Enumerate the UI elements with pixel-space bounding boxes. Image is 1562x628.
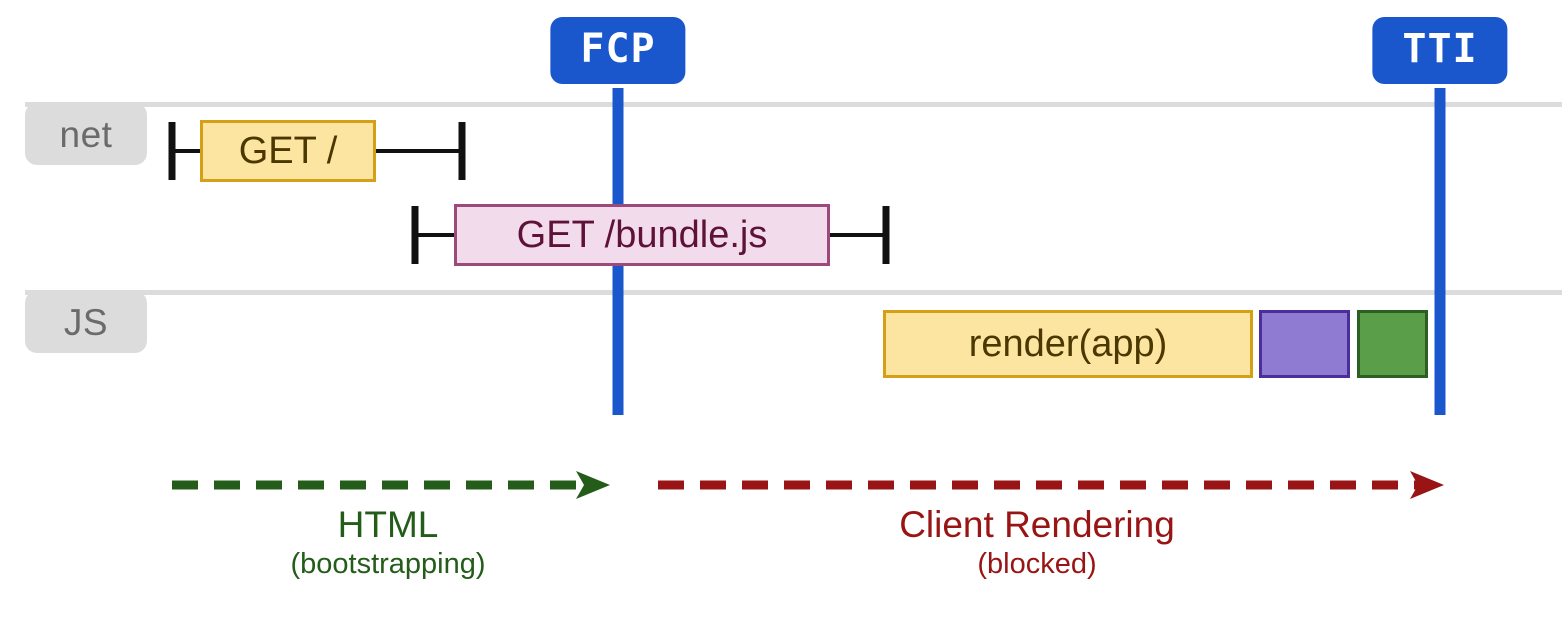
phase-caption-html-title: HTML [337,504,439,545]
phase-arrow-client-rendering [658,471,1444,499]
milestone-tti-flag[interactable]: TTI [1372,17,1508,84]
milestone-tti-line [1434,88,1446,415]
get-bundle-whisker-cap-end [882,206,890,264]
phase-arrow-html-head [576,471,610,499]
lane-label-js-text: JS [63,301,109,343]
task-bar-render-app[interactable]: render(app) [883,310,1253,378]
phase-caption-client-rendering-title: Client Rendering [899,504,1175,545]
task-bar-render-app-label: render(app) [968,323,1168,365]
lane-divider-net [25,102,1562,107]
task-bar-get-bundle-label: GET /bundle.js [516,214,768,256]
phase-caption-client-rendering: Client Rendering (blocked) [899,505,1175,580]
lane-label-net-text: net [59,113,113,155]
get-bundle-whisker-cap-start [411,206,419,264]
phase-caption-client-rendering-subtitle: (blocked) [977,547,1097,580]
milestone-fcp-flag[interactable]: FCP [550,17,686,84]
get-root-whisker-cap-start [168,122,176,180]
task-bar-get-root[interactable]: GET / [200,120,376,182]
phase-arrow-html [172,471,610,499]
task-bar-purple[interactable] [1259,310,1350,378]
task-bar-get-bundle[interactable]: GET /bundle.js [454,204,830,266]
lane-label-net: net [25,103,147,165]
phase-caption-html-subtitle: (bootstrapping) [290,547,486,580]
milestone-tti-label: TTI [1402,26,1478,72]
phase-caption-html: HTML (bootstrapping) [290,505,485,580]
milestone-fcp-label: FCP [580,26,656,72]
task-bar-get-root-label: GET / [238,130,338,172]
lane-label-js: JS [25,291,147,353]
lane-divider-js [25,290,1562,295]
phase-arrow-client-rendering-head [1410,471,1444,499]
task-bar-green[interactable] [1357,310,1428,378]
get-root-whisker-cap-end [458,122,466,180]
